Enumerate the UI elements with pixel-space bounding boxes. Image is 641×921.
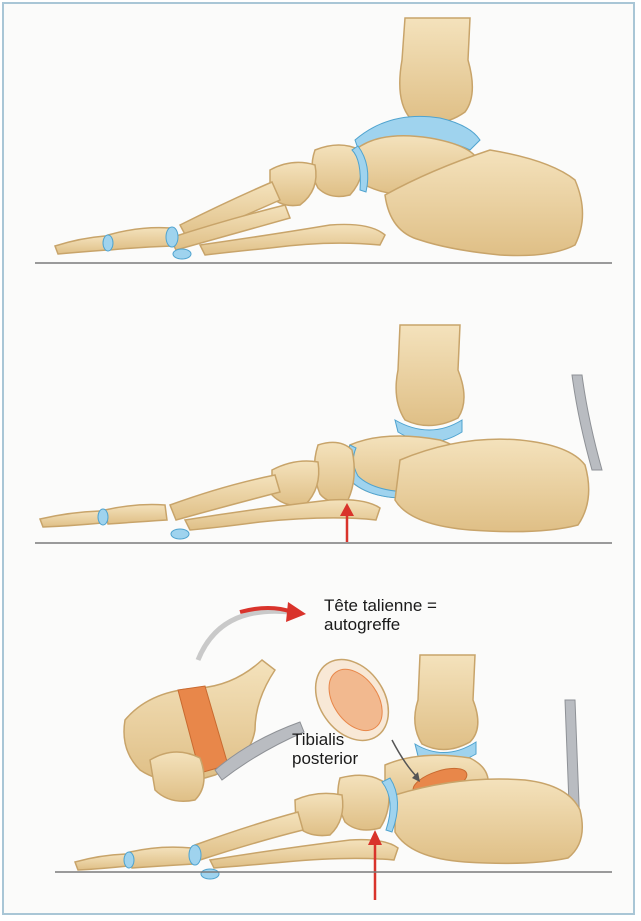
phalanx-proximal <box>130 847 194 868</box>
tibia-bone <box>400 18 473 123</box>
isolated-navicular <box>150 752 204 801</box>
tibialis-label-line1: Tibialis <box>292 730 358 749</box>
sesamoid-bone <box>171 529 189 539</box>
tibialis-label: Tibialis posterior <box>292 730 358 768</box>
navicular-bone <box>314 442 354 502</box>
phalanx-distal <box>40 511 102 527</box>
calcaneus-bone <box>395 439 589 532</box>
talar-head-label-line1: Tête talienne = <box>324 596 437 615</box>
navicular-bone <box>338 775 389 830</box>
joint-cartilage <box>189 845 201 865</box>
joint-cartilage <box>166 227 178 247</box>
joint-cartilage <box>103 235 113 251</box>
tibia-bone <box>415 655 478 750</box>
sesamoid-bone <box>201 869 219 879</box>
phalanx-distal <box>55 236 107 254</box>
tibia-bone <box>396 325 464 426</box>
panel-normal-foot <box>35 18 612 263</box>
panel-collapsed-foot <box>35 325 612 543</box>
sesamoid-bone <box>173 249 191 259</box>
transfer-arrowhead <box>286 602 306 622</box>
joint-cartilage <box>98 509 108 525</box>
calcaneus-bone <box>395 779 582 863</box>
tibialis-label-line2: posterior <box>292 749 358 768</box>
phalanx-proximal <box>108 228 172 250</box>
phalanx-distal <box>75 854 128 870</box>
achilles-tendon <box>572 375 602 470</box>
joint-cartilage <box>124 852 134 868</box>
talar-head-label: Tête talienne = autogreffe <box>324 596 437 634</box>
transfer-curve-arrow <box>198 611 290 660</box>
talar-head-label-line2: autogreffe <box>324 615 437 634</box>
phalanx-proximal <box>105 505 167 524</box>
pressure-arrowhead <box>368 830 382 845</box>
cuneiform-bone <box>272 461 319 506</box>
